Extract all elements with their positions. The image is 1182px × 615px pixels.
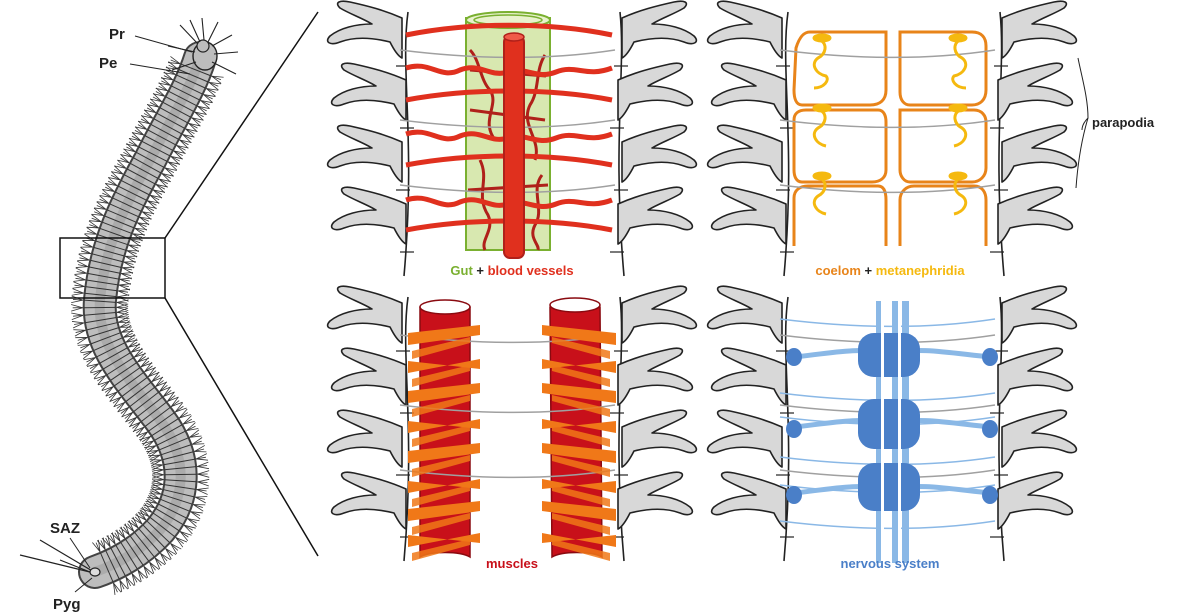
parapodium bbox=[618, 187, 692, 244]
parapodium bbox=[708, 125, 782, 182]
parapodium bbox=[998, 187, 1072, 244]
segment-frame bbox=[328, 286, 697, 561]
parapodium bbox=[618, 348, 692, 405]
caption-coelom-metanephridia: coelom + metanephridia bbox=[815, 263, 965, 278]
parapodium bbox=[622, 1, 696, 58]
caption-gut: Gut bbox=[450, 263, 473, 278]
parapodium bbox=[712, 63, 786, 120]
caption-plus: + bbox=[861, 263, 876, 278]
caption-plus: + bbox=[473, 263, 488, 278]
zoom-line-top bbox=[165, 12, 318, 238]
parapodium bbox=[622, 125, 696, 182]
label-saz: SAZ bbox=[50, 520, 80, 537]
parapodium bbox=[998, 472, 1072, 529]
parapodium bbox=[622, 286, 696, 343]
dorsal-blood-vessel bbox=[504, 36, 524, 258]
parapodium bbox=[712, 187, 786, 244]
caption-coelom: coelom bbox=[815, 263, 861, 278]
panel-muscles bbox=[328, 286, 697, 561]
parapodium bbox=[998, 348, 1072, 405]
caption-nervous-system: nervous system bbox=[841, 556, 940, 571]
parapodium bbox=[328, 410, 402, 467]
segment-frame bbox=[708, 1, 1077, 276]
label-parapodia: parapodia bbox=[1092, 115, 1155, 130]
parapodium bbox=[1002, 125, 1076, 182]
parapodium bbox=[1002, 286, 1076, 343]
parapodium bbox=[618, 63, 692, 120]
parapodium bbox=[332, 187, 406, 244]
parapodium bbox=[328, 1, 402, 58]
caption-gut-blood-vessels: Gut + blood vessels bbox=[450, 263, 573, 278]
caption-blood-vessels: blood vessels bbox=[488, 263, 574, 278]
parapodium bbox=[1002, 410, 1076, 467]
parapodium bbox=[332, 472, 406, 529]
label-pygidium: Pyg bbox=[53, 596, 81, 613]
parapodium bbox=[618, 472, 692, 529]
worm-head bbox=[168, 18, 238, 74]
parapodia-bracket bbox=[1076, 58, 1088, 188]
parapodium bbox=[622, 410, 696, 467]
parapodium bbox=[332, 348, 406, 405]
parapodium bbox=[712, 348, 786, 405]
parapodium bbox=[708, 410, 782, 467]
parapodium bbox=[708, 286, 782, 343]
panel-coelom-metanephridia bbox=[708, 1, 1088, 276]
label-peristomium: Pe bbox=[99, 55, 117, 72]
parapodium bbox=[328, 125, 402, 182]
parapodium bbox=[998, 63, 1072, 120]
ventral-nerve-cord bbox=[858, 301, 920, 563]
panel-nervous-system bbox=[708, 286, 1077, 563]
parapodium bbox=[1002, 1, 1076, 58]
label-prostomium: Pr bbox=[109, 26, 125, 43]
parapodium bbox=[708, 1, 782, 58]
caption-muscles: muscles bbox=[486, 556, 538, 571]
parapodium bbox=[712, 472, 786, 529]
parapodium bbox=[328, 286, 402, 343]
panel-gut-blood-vessels bbox=[328, 1, 697, 276]
parapodium bbox=[332, 63, 406, 120]
whole-worm: Pr Pe SAZ Pyg bbox=[20, 12, 318, 613]
caption-metanephridia: metanephridia bbox=[876, 263, 966, 278]
